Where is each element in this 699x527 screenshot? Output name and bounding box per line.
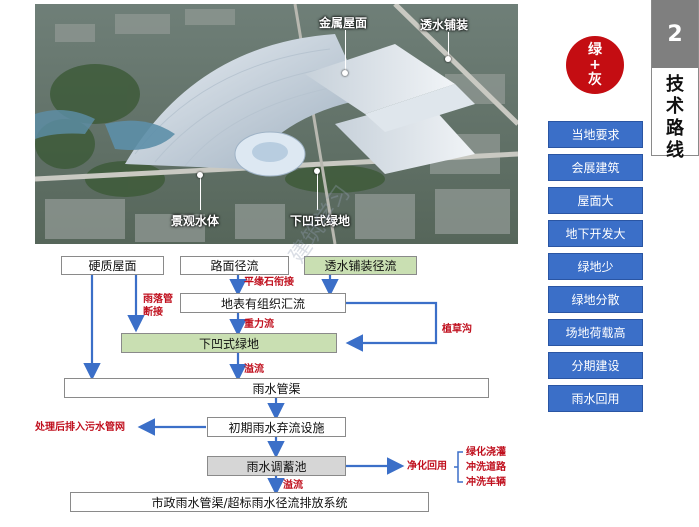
badge-line-3: 灰 (588, 73, 602, 88)
storm-pipe-box: 雨水管渠 (64, 378, 489, 398)
condition-tags: 当地要求 会展建筑 屋面大 地下开发大 绿地少 绿地分散 场地荷载高 分期建设 … (548, 121, 643, 418)
grass-swale-label: 植草沟 (442, 323, 472, 336)
tag-scattered-green: 绿地分散 (548, 286, 643, 313)
surface-collection-box: 地表有组织汇流 (180, 293, 346, 313)
tag-little-green: 绿地少 (548, 253, 643, 280)
tag-phased: 分期建设 (548, 352, 643, 379)
tag-underground: 地下开发大 (548, 220, 643, 247)
reuse-target-road-wash: 冲洗道路 (466, 461, 506, 474)
tag-exhibition-building: 会展建筑 (548, 154, 643, 181)
overflow-label-1: 溢流 (244, 363, 264, 376)
tag-large-roof: 屋面大 (548, 187, 643, 214)
to-sewer-label: 处理后排入污水管网 (35, 421, 125, 434)
hard-roof-box: 硬质屋面 (61, 256, 164, 275)
road-runoff-box: 路面径流 (180, 256, 289, 275)
first-flush-box: 初期雨水弃流设施 (207, 417, 346, 437)
sunken-green-box: 下凹式绿地 (121, 333, 337, 353)
flow-chart: 硬质屋面 路面径流 透水铺装径流 平缘石衔接 地表有组织汇流 雨落管 断接 植草… (0, 0, 540, 527)
section-title-char: 技 (652, 74, 698, 96)
gravity-flow-label: 重力流 (244, 318, 274, 331)
badge-line-2: + (589, 58, 601, 73)
section-title-char: 路 (652, 118, 698, 140)
overflow-label-2: 溢流 (283, 479, 303, 492)
downspout-disconnect-label: 雨落管 断接 (143, 293, 173, 319)
permeable-runoff-box: 透水铺装径流 (304, 256, 417, 275)
badge-line-1: 绿 (588, 43, 602, 58)
reuse-bracket (454, 452, 463, 482)
green-gray-badge: 绿 + 灰 (566, 36, 624, 94)
reuse-target-irrigation: 绿化浇灌 (466, 446, 506, 459)
tag-rain-reuse: 雨水回用 (548, 385, 643, 412)
tag-local-requirement: 当地要求 (548, 121, 643, 148)
section-title-char: 线 (652, 140, 698, 162)
arrow-swale (346, 303, 436, 343)
reuse-target-car-wash: 冲洗车辆 (466, 476, 506, 489)
storage-tank-box: 雨水调蓄池 (207, 456, 346, 476)
purify-reuse-label: 净化回用 (407, 460, 447, 473)
section-title: 技 术 路 线 (652, 68, 698, 162)
municipal-system-box: 市政雨水管渠/超标雨水径流排放系统 (70, 492, 429, 512)
section-tab: 2 技 术 路 线 (651, 0, 699, 156)
section-number: 2 (652, 0, 698, 68)
tag-high-load: 场地荷载高 (548, 319, 643, 346)
section-title-char: 术 (652, 96, 698, 118)
curb-connection-label: 平缘石衔接 (244, 276, 294, 289)
